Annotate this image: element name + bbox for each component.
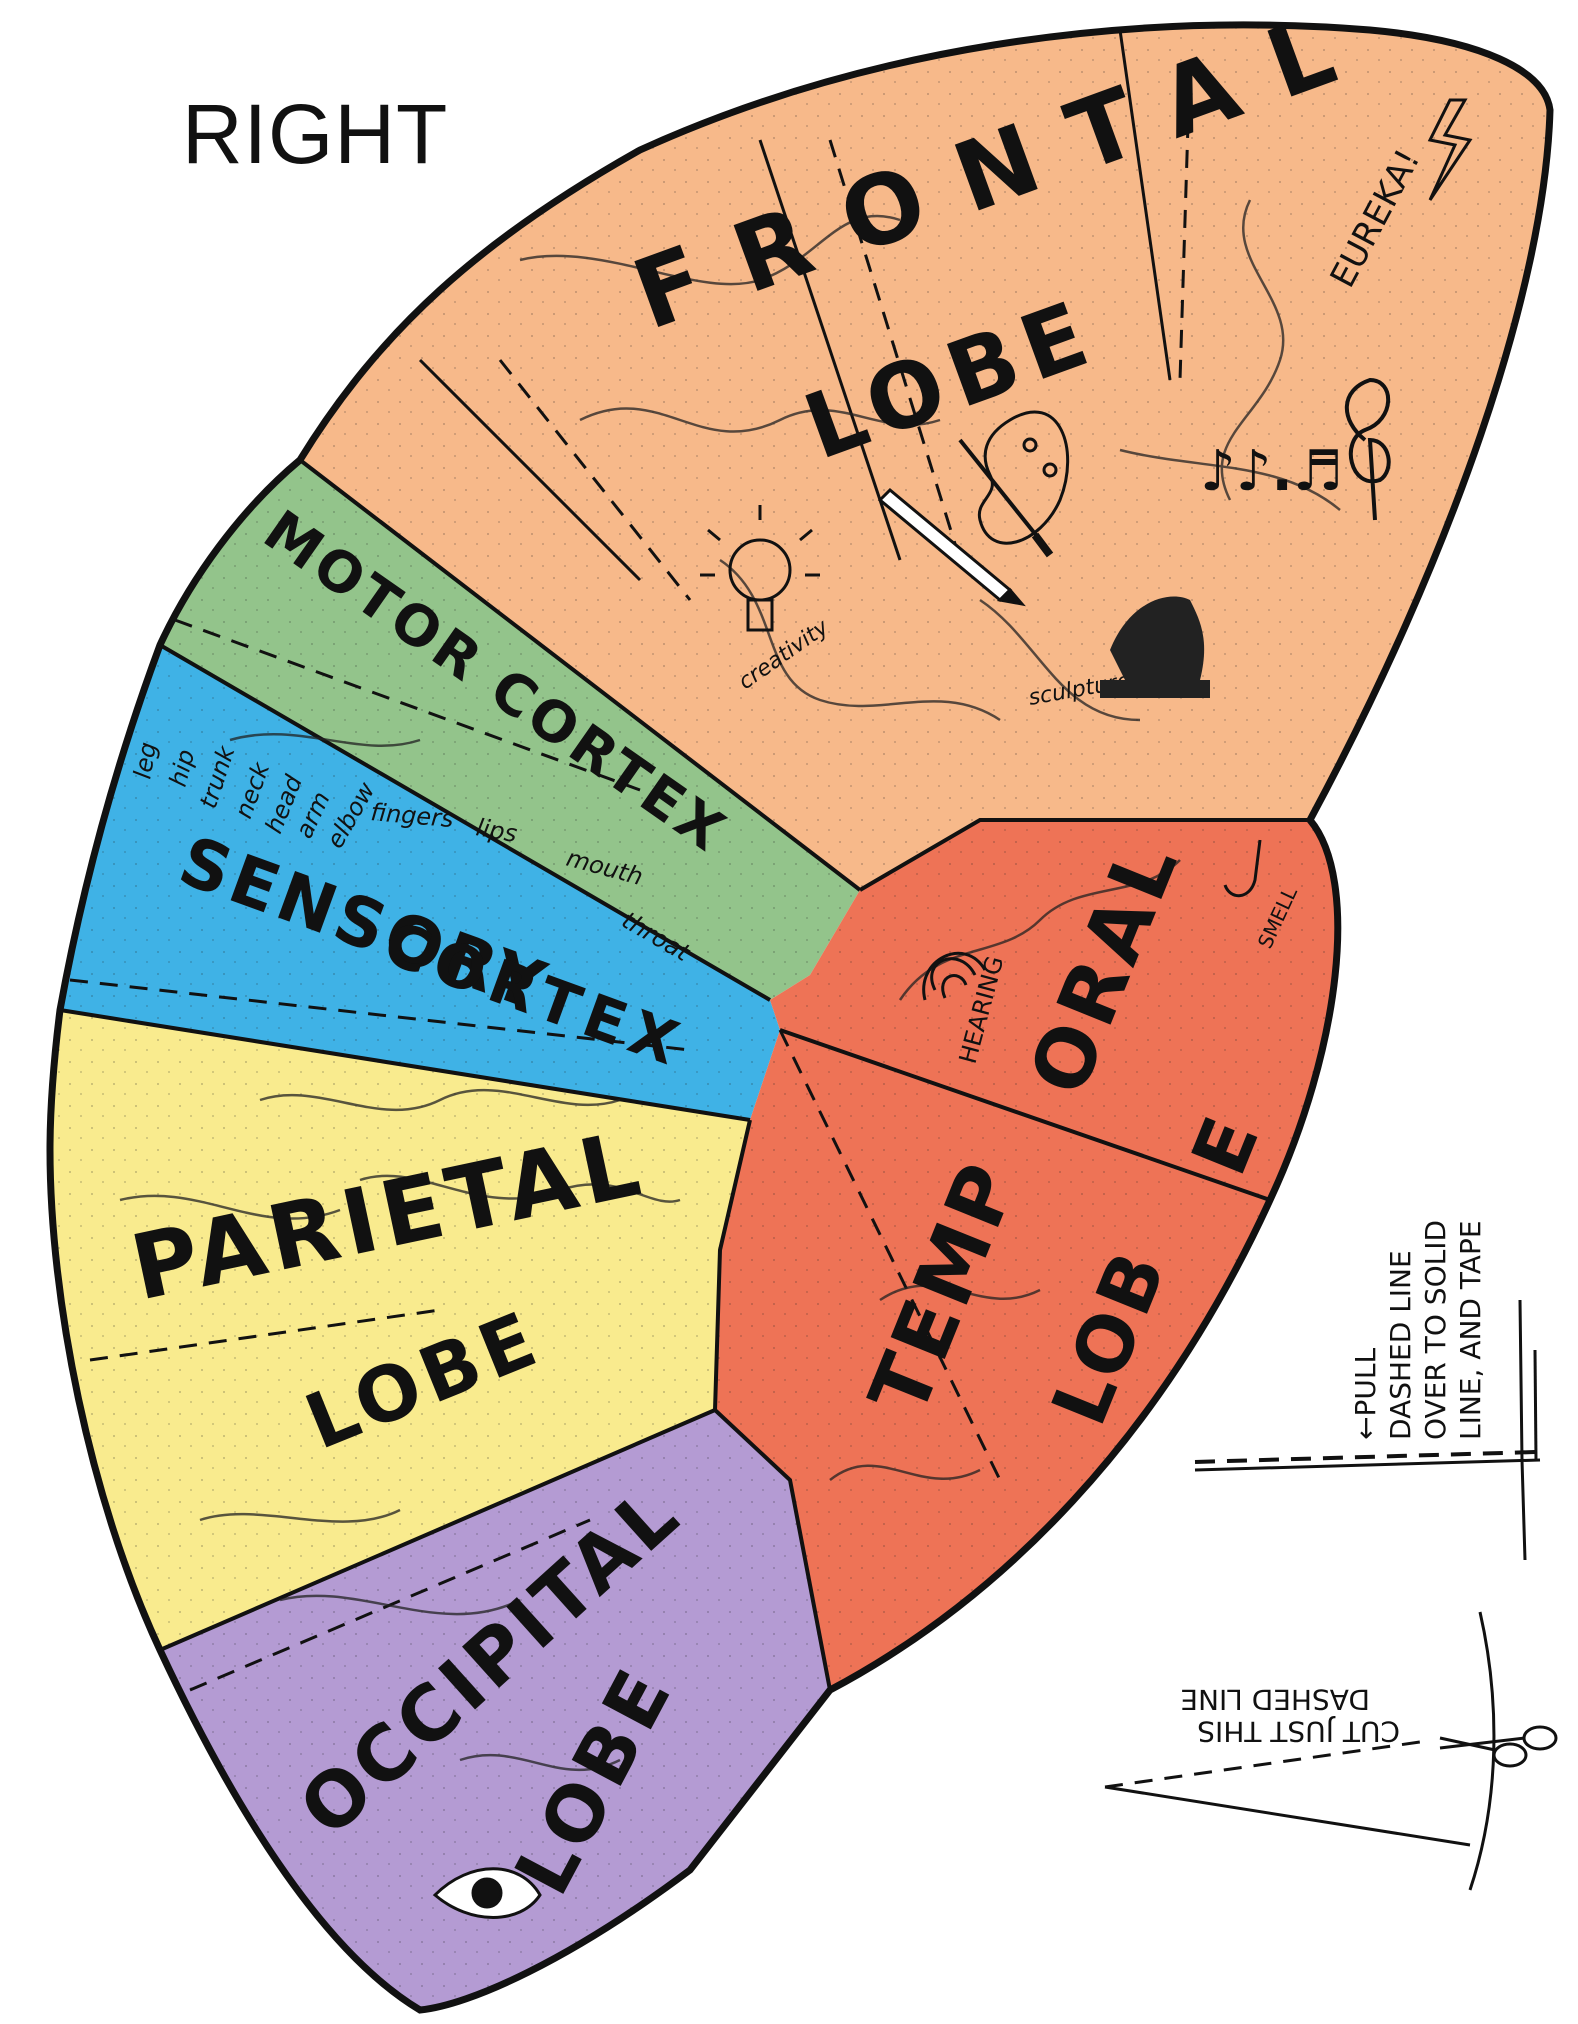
pull-instruction-line: DASHED LINE xyxy=(1384,1250,1417,1440)
pull-instruction-line: LINE, AND TAPE xyxy=(1454,1220,1487,1440)
pull-instruction-line: OVER TO SOLID xyxy=(1419,1220,1452,1440)
scissors-icon xyxy=(1440,1727,1556,1766)
cut-instruction-line: CUT JUST THIS xyxy=(1197,1715,1400,1748)
pull-instruction-line: ←PULL xyxy=(1349,1348,1382,1440)
pull-tape-instruction: ←PULL DASHED LINE OVER TO SOLID LINE, AN… xyxy=(1195,1220,1540,1560)
cut-instruction-line: DASHED LINE xyxy=(1180,1683,1370,1716)
music-notes-icon: ♪♪.♬ xyxy=(1200,439,1343,504)
cut-instruction: CUT JUST THIS DASHED LINE xyxy=(1105,1612,1556,1890)
